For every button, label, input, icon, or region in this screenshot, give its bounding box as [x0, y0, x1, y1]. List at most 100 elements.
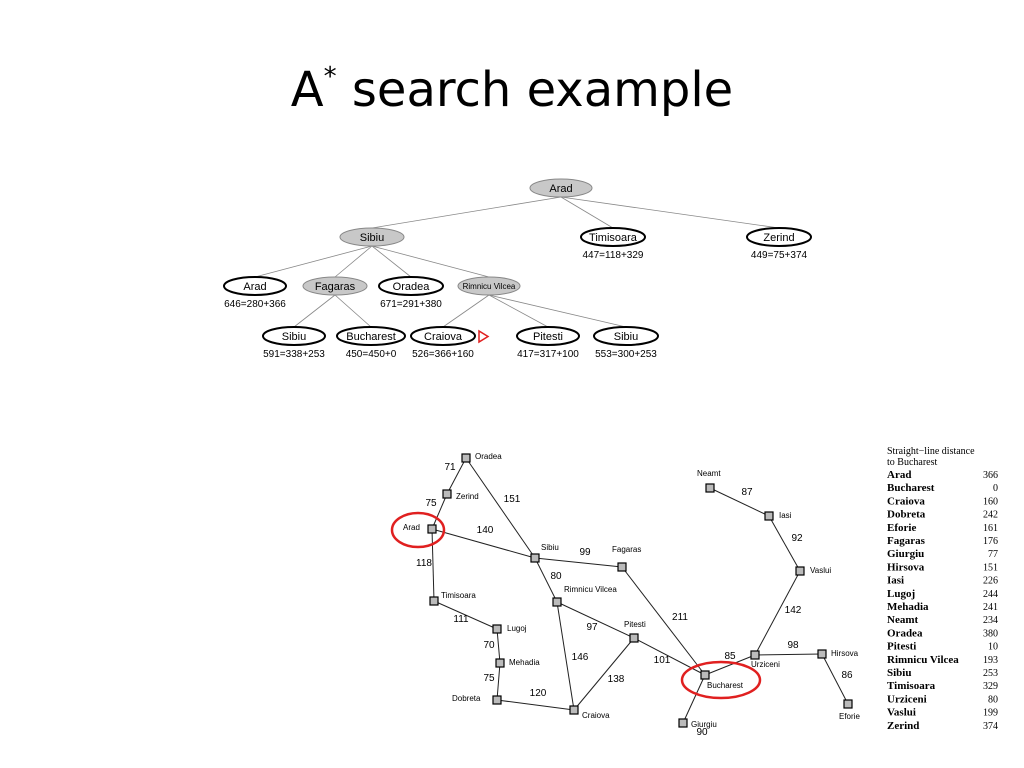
road-zerind-arad: 75: [425, 493, 448, 530]
road-sibiu-fagaras: 99: [534, 547, 623, 568]
tree-node-f-value: 646=280+366: [224, 299, 286, 310]
road-line: [768, 515, 801, 572]
city-label: Lugoj: [507, 624, 527, 633]
city-vaslui: Vaslui: [795, 566, 831, 576]
city-fagaras: Fagaras: [612, 545, 641, 572]
city-marker: [569, 705, 579, 715]
sld-city: Arad: [887, 469, 911, 481]
sld-city: Giurgiu: [887, 548, 924, 560]
road-distance: 140: [477, 525, 494, 536]
sld-value: 10: [988, 642, 998, 653]
tree-edge: [371, 196, 562, 229]
tree-node-label: Fagaras: [315, 281, 356, 293]
tree-node-ellipse: [339, 227, 405, 247]
tree-node-f-value: 671=291+380: [380, 299, 442, 310]
road-line: [704, 654, 756, 676]
tree-node-label: Sibiu: [614, 331, 638, 343]
road-distance: 92: [791, 533, 803, 544]
city-rimnicu: Rimnicu Vilcea: [552, 585, 617, 607]
map-highlights: [390, 511, 762, 700]
city-eforie: Eforie: [839, 699, 860, 721]
tree-node-f-value: 447=118+329: [583, 250, 644, 261]
road-urziceni-vaslui: 142: [754, 570, 802, 656]
road-line: [446, 457, 467, 495]
tree-edge: [371, 245, 412, 278]
tree-node-f-value: 591=338+253: [263, 349, 325, 360]
tree-node-label: Timisoara: [589, 232, 638, 244]
road-lugoj-mehadia: 70: [483, 628, 501, 664]
tree-node-ellipse: [410, 326, 476, 346]
road-bucharest-giurgiu: 90: [682, 674, 708, 738]
sld-value: 366: [983, 470, 998, 481]
road-distance: 142: [785, 605, 802, 616]
tree-node-ellipse: [516, 326, 580, 346]
road-line: [496, 699, 575, 711]
road-distance: 146: [572, 652, 589, 663]
city-label: Timisoara: [441, 591, 476, 600]
city-label: Craiova: [582, 711, 610, 720]
sld-city: Pitesti: [887, 641, 916, 653]
sld-table-row: Arad 366: [887, 469, 998, 481]
tree-node-ellipse: [457, 276, 521, 296]
city-marker: [552, 597, 562, 607]
tree-node-ellipse: [302, 276, 368, 296]
road-sibiu-rimnicu: 80: [534, 557, 562, 603]
sld-value: 329: [983, 681, 998, 692]
road-distance: 70: [483, 640, 495, 651]
sld-value: 253: [983, 668, 998, 679]
city-label: Eforie: [839, 712, 860, 721]
city-label: Zerind: [456, 492, 479, 501]
city-label: Sibiu: [541, 543, 559, 552]
tree-edge: [488, 294, 627, 328]
road-dobreta-craiova: 120: [496, 688, 575, 711]
sld-city: Dobreta: [887, 509, 926, 521]
city-marker: [678, 718, 688, 728]
tree-node-fagaras: Fagaras: [302, 276, 368, 296]
title-star: *: [323, 62, 337, 92]
tree-node-f-value: 553=300+253: [595, 349, 657, 360]
city-label: Arad: [403, 523, 420, 532]
city-label: Oradea: [475, 452, 502, 461]
sld-value: 193: [983, 655, 998, 666]
sld-city: Lugoj: [887, 588, 915, 600]
sld-value: 0: [993, 483, 998, 494]
tree-node-ellipse: [262, 326, 326, 346]
tree-node-ellipse: [580, 227, 646, 247]
tree-edge: [488, 294, 549, 328]
city-marker: [492, 695, 502, 705]
road-distance: 97: [586, 622, 598, 633]
tree-node-label: Rimnicu Vilcea: [463, 282, 516, 291]
tree-edge: [254, 245, 373, 278]
city-pitesti: Pitesti: [624, 620, 646, 643]
road-line: [534, 557, 558, 603]
city-dobreta: Dobreta: [452, 694, 502, 705]
tree-node-sibiu3: Sibiu 553=300+253: [593, 326, 659, 360]
city-mehadia: Mehadia: [495, 658, 540, 668]
city-marker: [764, 511, 774, 521]
city-label: Bucharest: [707, 681, 744, 690]
sld-value: 176: [983, 536, 998, 547]
road-fagaras-bucharest: 211: [621, 566, 706, 676]
sld-city: Iasi: [887, 575, 904, 587]
tree-node-sibiu: Sibiu: [339, 227, 405, 247]
sld-value: 226: [983, 576, 998, 587]
title-rest: search example: [336, 62, 734, 118]
sld-table-row: Pitesti 10: [887, 641, 998, 653]
road-arad-timisoara: 118: [416, 528, 435, 602]
tree-edge: [442, 294, 490, 328]
road-pitesti-bucharest: 101: [633, 637, 706, 676]
sld-value: 80: [988, 694, 998, 705]
road-line: [433, 600, 498, 630]
sld-value: 151: [983, 562, 998, 573]
